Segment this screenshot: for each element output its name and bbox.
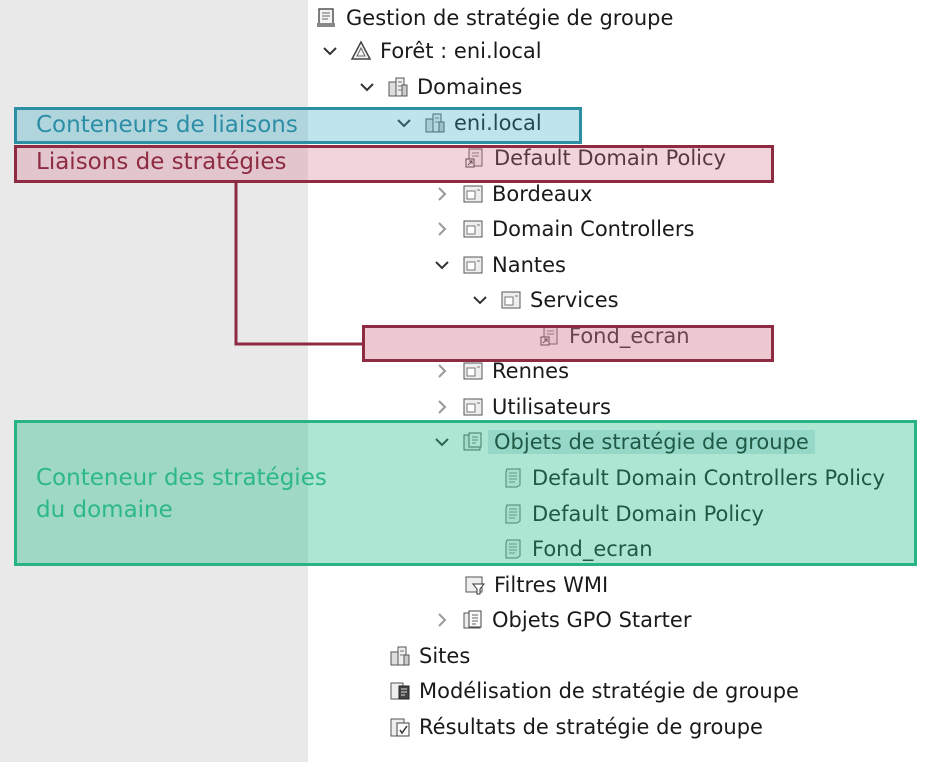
- chevron-right-icon[interactable]: [434, 612, 450, 628]
- tree-item-domains[interactable]: Domaines: [359, 69, 522, 104]
- tree-item-gp-results[interactable]: Résultats de stratégie de groupe: [377, 709, 763, 744]
- chevron-down-icon[interactable]: [434, 257, 450, 273]
- tree-item-label: Default Domain Policy: [532, 501, 764, 526]
- chevron-right-icon[interactable]: [434, 363, 450, 379]
- chevron-down-icon[interactable]: [359, 79, 375, 95]
- annotation-box-fond-ecran-link: [362, 325, 774, 362]
- left-pane: [0, 0, 308, 762]
- tree-item-ou-bordeaux[interactable]: Bordeaux: [434, 176, 592, 211]
- annotation-box-domain-gpo-container: [14, 420, 917, 566]
- tree-item-label: Nantes: [492, 252, 566, 277]
- ou-icon: [500, 289, 522, 311]
- chevron-down-icon[interactable]: [396, 115, 412, 131]
- gpo-icon: [502, 538, 524, 560]
- tree-item-label: Forêt : eni.local: [380, 38, 542, 63]
- tree-item-label: Sites: [419, 643, 471, 668]
- tree-item-label: Fond_ecran: [532, 536, 653, 561]
- annotation-box-policy-links: [14, 145, 774, 183]
- tree-item-forest[interactable]: Forêt : eni.local: [322, 33, 542, 68]
- chevron-down-icon[interactable]: [472, 292, 488, 308]
- sites-icon: [389, 645, 411, 667]
- starter-gpo-icon: [462, 609, 484, 631]
- tree-item-label: eni.local: [454, 110, 542, 135]
- tree-item-ou-rennes[interactable]: Rennes: [434, 353, 569, 388]
- gpo-icon: [502, 503, 524, 525]
- chevron-down-icon[interactable]: [434, 434, 450, 450]
- tree-item-label: Filtres WMI: [494, 572, 609, 597]
- chevron-right-icon[interactable]: [434, 221, 450, 237]
- tree-item-gpo[interactable]: Default Domain Policy: [490, 496, 764, 531]
- tree-item-label: Résultats de stratégie de groupe: [419, 714, 763, 739]
- gpo-link-icon: [464, 147, 486, 169]
- tree-item-label: Modélisation de stratégie de groupe: [419, 678, 799, 703]
- tree-item-gpo-link[interactable]: Default Domain Policy: [452, 140, 726, 175]
- annotation-box-link-containers: [14, 107, 582, 144]
- annotation-label-line: du domaine: [36, 497, 173, 523]
- ou-icon: [462, 396, 484, 418]
- tree-item-label: Objets GPO Starter: [492, 607, 692, 632]
- domain-icon: [424, 112, 446, 134]
- tree-item-domain[interactable]: eni.local: [396, 105, 542, 140]
- domains-icon: [387, 76, 409, 98]
- tree-item-label: Domain Controllers: [492, 216, 695, 241]
- tree-item-label: Utilisateurs: [492, 394, 611, 419]
- ou-icon: [462, 183, 484, 205]
- tree-item-ou-domain-controllers[interactable]: Domain Controllers: [434, 211, 694, 246]
- tree-item-ou-nantes[interactable]: Nantes: [434, 247, 566, 282]
- annotation-label-link-containers: Conteneurs de liaisons: [36, 112, 298, 138]
- tree-item-gpo[interactable]: Fond_ecran: [490, 531, 653, 566]
- chevron-right-icon[interactable]: [434, 186, 450, 202]
- ou-icon: [462, 254, 484, 276]
- tree-item-sites[interactable]: Sites: [377, 638, 470, 673]
- chevron-down-icon[interactable]: [322, 43, 338, 59]
- tree-item-ou-utilisateurs[interactable]: Utilisateurs: [434, 389, 611, 424]
- tree-item-gpo-container[interactable]: Objets de stratégie de groupe: [434, 424, 815, 459]
- annotation-label-line: Conteneur des stratégies: [36, 465, 327, 491]
- forest-icon: [350, 39, 372, 62]
- modeling-icon: [389, 680, 411, 702]
- wmi-filter-icon: [464, 574, 486, 596]
- tree-pane: [308, 0, 928, 762]
- tree-item-ou-services[interactable]: Services: [472, 282, 619, 317]
- tree-item-label: Rennes: [492, 358, 570, 383]
- chevron-right-icon[interactable]: [434, 399, 450, 415]
- ou-icon: [462, 360, 484, 382]
- tree-item-label: Objets de stratégie de groupe: [488, 429, 815, 454]
- gpo-icon: [502, 467, 524, 489]
- gpo-container-icon: [462, 431, 484, 453]
- tree-item-label: Services: [530, 287, 619, 312]
- tree-item-gp-modeling[interactable]: Modélisation de stratégie de groupe: [377, 673, 799, 708]
- tree-item-label: Gestion de stratégie de groupe: [346, 5, 674, 30]
- tree-item-starter-gpos[interactable]: Objets GPO Starter: [434, 602, 691, 637]
- tree-item-root[interactable]: Gestion de stratégie de groupe: [316, 0, 673, 35]
- tree-item-label: Default Domain Policy: [494, 145, 726, 170]
- tree-item-label: Bordeaux: [492, 181, 593, 206]
- console-icon: [316, 7, 338, 29]
- tree-item-wmi-filters[interactable]: Filtres WMI: [452, 567, 608, 602]
- annotation-label-domain-gpo-container: Conteneur des stratégies du domaine: [36, 462, 327, 526]
- annotation-label-policy-links: Liaisons de stratégies: [36, 149, 287, 175]
- ou-icon: [462, 218, 484, 240]
- tree-item-label: Domaines: [417, 74, 523, 99]
- tree-item-label: Default Domain Controllers Policy: [532, 465, 885, 490]
- tree-item-gpo[interactable]: Default Domain Controllers Policy: [490, 460, 885, 495]
- results-icon: [389, 716, 411, 738]
